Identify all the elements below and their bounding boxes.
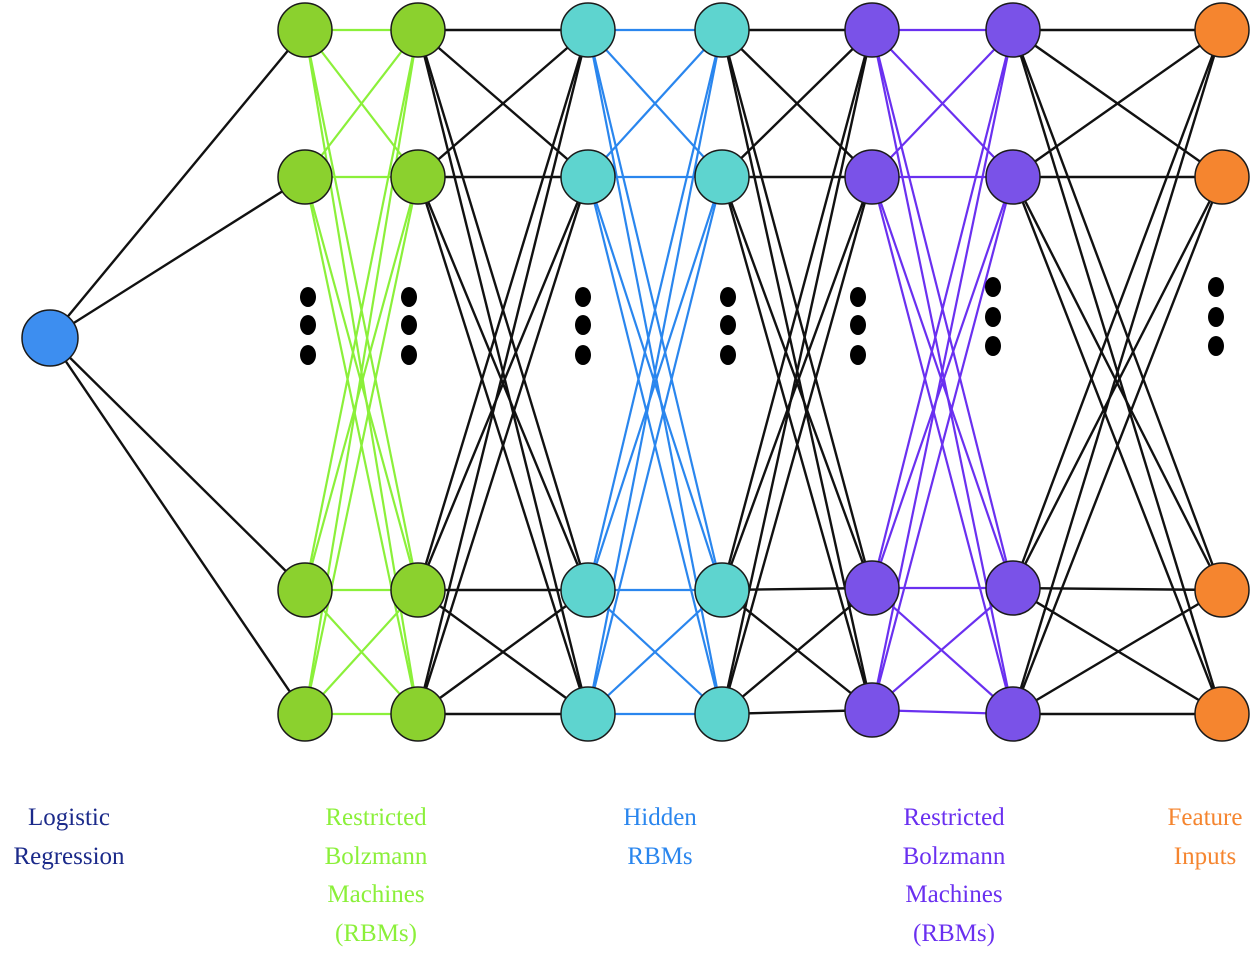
node-hid-a [561,150,615,204]
ellipsis-dot [985,336,1001,356]
node-rbm2-a [845,561,899,615]
label-line: Regression [0,838,138,877]
network-nodes [22,3,1249,741]
node-feat [1195,3,1249,57]
ellipsis-dot [720,345,736,365]
label-line: Restricted [874,799,1034,838]
edge-black [50,338,305,714]
node-feat [1195,563,1249,617]
edge-black [1013,588,1222,590]
label-rbm-right: Restricted Bolzmann Machines (RBMs) [874,799,1034,953]
node-rbm2-a [845,683,899,737]
edge-black [50,177,305,338]
label-logistic-regression: Logistic Regression [0,799,138,876]
ellipsis-dot [1208,307,1224,327]
ellipsis-dot [575,345,591,365]
label-rbm-left: Restricted Bolzmann Machines (RBMs) [296,799,456,953]
ellipsis-dot [575,287,591,307]
label-line: Machines [296,876,456,915]
node-rbm2-b [986,687,1040,741]
node-rbm1-a [278,563,332,617]
node-rbm1-a [278,3,332,57]
node-rbm1-b [391,3,445,57]
label-line: Bolzmann [296,838,456,877]
ellipsis-dot [401,315,417,335]
node-rbm1-a [278,150,332,204]
node-rbm1-a [278,687,332,741]
ellipsis-dot [300,287,316,307]
label-line: Feature [1146,799,1255,838]
node-rbm2-b [986,561,1040,615]
edge-black [50,338,305,590]
label-line: Logistic [0,799,138,838]
label-hidden-rbms: Hidden RBMs [590,799,730,876]
node-hid-b [695,150,749,204]
node-hid-b [695,687,749,741]
ellipsis-dot [300,315,316,335]
label-line: Restricted [296,799,456,838]
node-hid-b [695,563,749,617]
label-line: Hidden [590,799,730,838]
ellipsis-dot [985,277,1001,297]
ellipsis-dot [850,345,866,365]
ellipsis-dot [1208,277,1224,297]
ellipsis-dot [575,315,591,335]
ellipsis-dot [720,315,736,335]
node-rbm2-b [986,3,1040,57]
ellipsis-dot [850,315,866,335]
node-rbm1-b [391,687,445,741]
label-line: Bolzmann [874,838,1034,877]
node-hid-a [561,3,615,57]
ellipsis-dot [401,287,417,307]
ellipsis-dot [850,287,866,307]
node-rbm2-a [845,3,899,57]
node-hid-a [561,687,615,741]
label-feature-inputs: Feature Inputs [1146,799,1255,876]
node-rbm1-b [391,563,445,617]
label-line: Inputs [1146,838,1255,877]
node-feat [1195,687,1249,741]
label-line: Machines [874,876,1034,915]
node-logistic [22,310,78,366]
node-rbm2-b [986,150,1040,204]
edge-black [50,30,305,338]
label-line: RBMs [590,838,730,877]
node-hid-a [561,563,615,617]
ellipsis-dot [300,345,316,365]
node-feat [1195,150,1249,204]
ellipsis-dot [720,287,736,307]
ellipsis-dot [985,307,1001,327]
node-rbm2-a [845,150,899,204]
label-line: (RBMs) [296,915,456,953]
label-line: (RBMs) [874,915,1034,953]
node-hid-b [695,3,749,57]
node-rbm1-b [391,150,445,204]
ellipsis-dot [1208,336,1224,356]
ellipsis-dot [401,345,417,365]
